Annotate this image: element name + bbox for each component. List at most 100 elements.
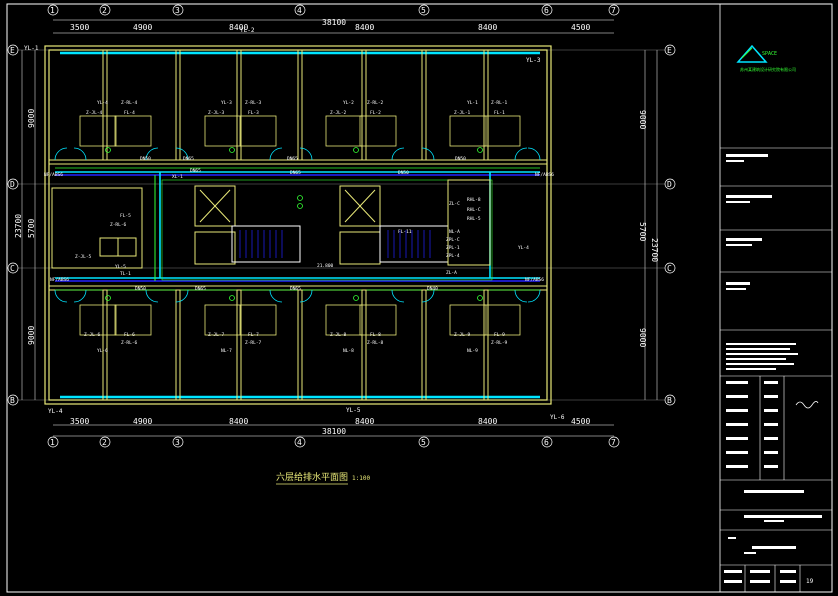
rh-label-7: ZPL-4 (446, 253, 460, 259)
bathrooms-bottom (79, 304, 521, 336)
room4-fl: FL-1 (494, 110, 505, 116)
axis-5-bottom: 5 (421, 438, 426, 447)
exterior-cyan-walls (60, 51, 540, 399)
dim-right-c: 9000 (638, 328, 647, 347)
dim-left-total: 23700 (14, 214, 23, 238)
dn65-label-4: DN65 (290, 170, 301, 176)
room8-zjl: Z-JL-9 (454, 332, 471, 338)
grid-bubbles-y (7, 44, 676, 406)
company-name-cn: 苏州某建筑设计研究院有限公司 (740, 66, 796, 72)
room3-fl: FL-2 (370, 110, 381, 116)
axis-4-bottom: 4 (297, 438, 302, 447)
axis-E-right: E (667, 46, 672, 55)
axis-7-bottom: 7 (611, 438, 616, 447)
dn50-label-3: DN50 (398, 170, 409, 176)
dn65-label-5: DN65 (195, 286, 206, 292)
dim-top-5: 8400 (478, 23, 497, 32)
room1-zrl: Z-RL-4 (121, 100, 138, 106)
axis-3-top: 3 (175, 6, 180, 15)
fl11-label: FL-11 (398, 229, 412, 235)
yl6-label: YL-6 (550, 414, 565, 421)
room2-zjl: Z-JL-3 (208, 110, 225, 116)
stair-core (161, 179, 493, 281)
company-logo-icon (736, 44, 768, 63)
room6-yl: NL-7 (221, 348, 232, 354)
nf-right-d: NF/ABS6 (535, 172, 554, 178)
dim-bot-1: 3500 (70, 417, 89, 426)
title-block-frame (719, 3, 833, 593)
room3-yl: YL-2 (343, 100, 354, 106)
rh-label-5: ZPL-C (446, 237, 460, 243)
dim-bot-6: 4500 (571, 417, 590, 426)
axis-C-left: C (10, 264, 15, 273)
dim-right-total: 23700 (650, 238, 659, 262)
dim-bot-4: 8400 (355, 417, 374, 426)
left-wing (51, 187, 143, 269)
zrl6-core-label: Z-RL-6 (110, 222, 127, 228)
grid-labels-y: E D C B E D C B (10, 46, 672, 405)
yl2-label: YL-2 (240, 27, 255, 34)
room5-fl: FL-6 (124, 332, 135, 338)
axis-1-bottom: 1 (50, 438, 55, 447)
room8-zrl: Z-RL-9 (491, 340, 508, 346)
dn65-label-6: DN65 (290, 286, 301, 292)
grid-bubbles-x (47, 4, 620, 448)
dn50-label-1: DN50 (140, 156, 151, 162)
core-labels: FL-5 Z-RL-6 Z-JL-5 YL-5 TL-1 FL-11 XL-1 … (75, 174, 529, 277)
yl1-label: YL-1 (24, 45, 39, 52)
room6-zjl: Z-JL-7 (208, 332, 225, 338)
dim-right-b: 5700 (638, 222, 647, 241)
nf-left-d: NF/ABS6 (44, 172, 63, 178)
tl1-label: TL-1 (120, 271, 131, 277)
rh-label-0: ZL-C (449, 201, 460, 207)
axis-2-top: 2 (102, 6, 107, 15)
side-dimensions: 23700 9000 5700 9000 23700 9000 5700 900… (14, 50, 659, 400)
axis-E-left: E (10, 46, 15, 55)
axis-B-left: B (10, 396, 15, 405)
room6-fl: FL-7 (248, 332, 259, 338)
yl5-label: YL-5 (346, 407, 361, 414)
room4-yl: YL-1 (467, 100, 478, 106)
axis-1-top: 1 (50, 6, 55, 15)
room2-fl: FL-3 (248, 110, 259, 116)
dim-right-a: 9000 (638, 110, 647, 129)
room-partitions-bottom (102, 289, 489, 401)
dim-total-top: 38100 (322, 18, 346, 27)
rh-label-2: RHL-C (467, 207, 481, 213)
room7-zjl: Z-JL-8 (330, 332, 347, 338)
dim-left-a: 9000 (27, 109, 36, 128)
dn65-label-3: DN65 (190, 168, 201, 174)
sheet-border (6, 3, 833, 593)
room8-fl: FL-9 (494, 332, 505, 338)
room7-zrl: Z-RL-8 (367, 340, 384, 346)
dim-top-1: 3500 (70, 23, 89, 32)
room5-zrl: Z-RL-6 (121, 340, 138, 346)
room3-zjl: Z-JL-2 (330, 110, 347, 116)
sheet-number: 19 (806, 578, 814, 585)
yl4-label: YL-4 (48, 408, 63, 415)
riser-markers (105, 147, 483, 301)
axis-7-top: 7 (611, 6, 616, 15)
rh-label-4: NL-A (449, 229, 460, 235)
axis-C-right: C (667, 264, 672, 273)
dim-left-c: 9000 (27, 326, 36, 345)
xl1-label: XL-1 (172, 174, 183, 180)
signature-mark (795, 401, 819, 409)
drawing-scale: 1:100 (352, 475, 370, 482)
pipe-size-labels: DN50 DN65 DN65 DN50 DN65 DN65 DN50 DN50 … (135, 156, 466, 292)
door-swings (54, 147, 541, 303)
room1-yl: YL-4 (97, 100, 108, 106)
zjl5-label: Z-JL-5 (75, 254, 92, 260)
axis-D-right: D (667, 180, 672, 189)
room2-yl: YL-3 (221, 100, 232, 106)
top-dimensions: 38100 3500 4900 8400 8400 8400 4500 (53, 18, 614, 34)
dim-top-6: 4500 (571, 23, 590, 32)
company-name: SPACE (762, 51, 777, 57)
elevation-label: 21.800 (317, 263, 334, 269)
dim-bot-2: 4900 (133, 417, 152, 426)
axis-6-bottom: 6 (544, 438, 549, 447)
room2-zrl: Z-RL-3 (245, 100, 262, 106)
rh-label-1: RHL-8 (467, 197, 481, 203)
room4-zrl: Z-RL-1 (491, 100, 508, 106)
